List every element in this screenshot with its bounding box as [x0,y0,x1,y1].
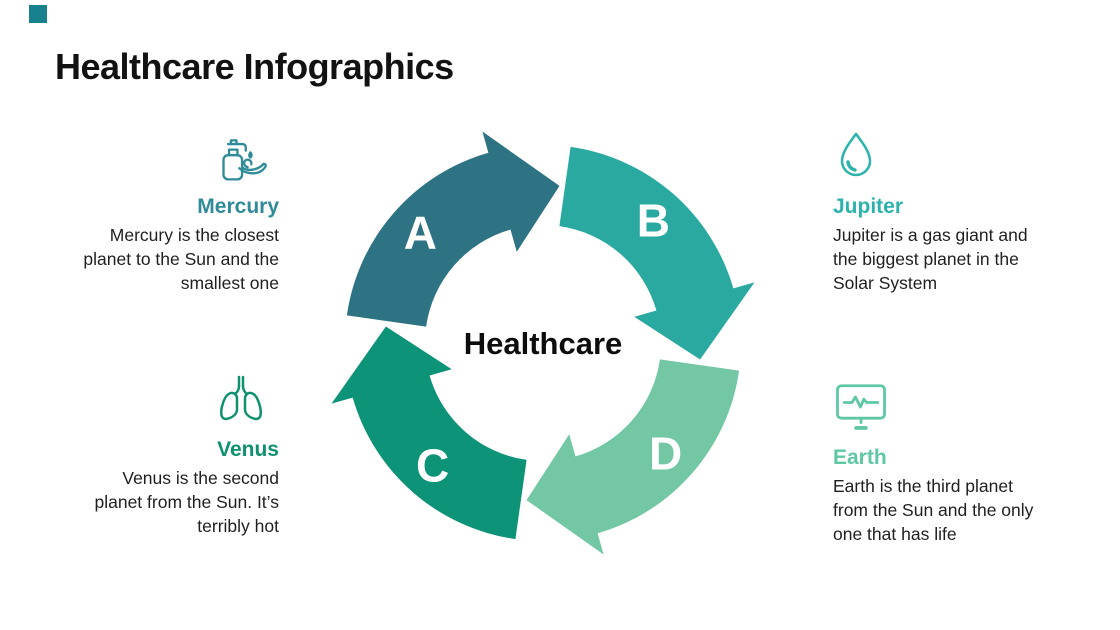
section-title: Jupiter [833,195,904,218]
section-text-line: the biggest planet in the [833,249,1019,269]
section-earth: Earth Earth is the third planet from the… [833,380,1077,546]
diagram-center-label: Healthcare [463,326,623,361]
cycle-arrow-c [331,326,527,540]
section-venus: Venus Venus is the second planet from th… [55,372,279,538]
section-text-line: Jupiter is a gas giant and [833,225,1028,245]
heartbeat-monitor-icon [833,380,889,438]
page-title: Healthcare Infographics [55,46,454,87]
lungs-icon [213,372,269,430]
section-text-line: smallest one [180,273,279,293]
section-text-line: planet to the Sun and the [83,249,279,269]
cycle-diagram: A B D C [331,131,755,555]
cycle-letter-b: B [637,194,670,246]
cycle-arrow-d [526,359,740,555]
section-title: Earth [833,446,887,469]
section-text-line: Earth is the third planet [833,476,1013,496]
accent-corner-square [29,5,47,23]
cycle-letter-d: D [649,427,682,479]
cycle-arrow-a [346,131,560,327]
water-drop-icon [833,129,879,187]
cycle-letter-c: C [416,440,449,492]
section-text-line: from the Sun and the only [833,500,1034,520]
section-text-line: Mercury is the closest [109,225,279,245]
section-text-line: Solar System [833,273,938,293]
cycle-letter-a: A [404,207,437,259]
cycle-arrow-b [559,146,755,360]
section-text-line: terribly hot [197,516,279,536]
section-mercury: Mercury Mercury is the closest planet to… [55,129,279,295]
section-text-line: Venus is the second [122,468,279,488]
section-text-line: one that has life [833,524,957,544]
section-jupiter: Jupiter Jupiter is a gas giant and the b… [833,129,1077,295]
section-text-line: planet from the Sun. It’s [94,492,279,512]
section-title: Venus [217,438,279,461]
section-title: Mercury [197,195,279,218]
sanitizer-hand-icon [217,129,269,187]
